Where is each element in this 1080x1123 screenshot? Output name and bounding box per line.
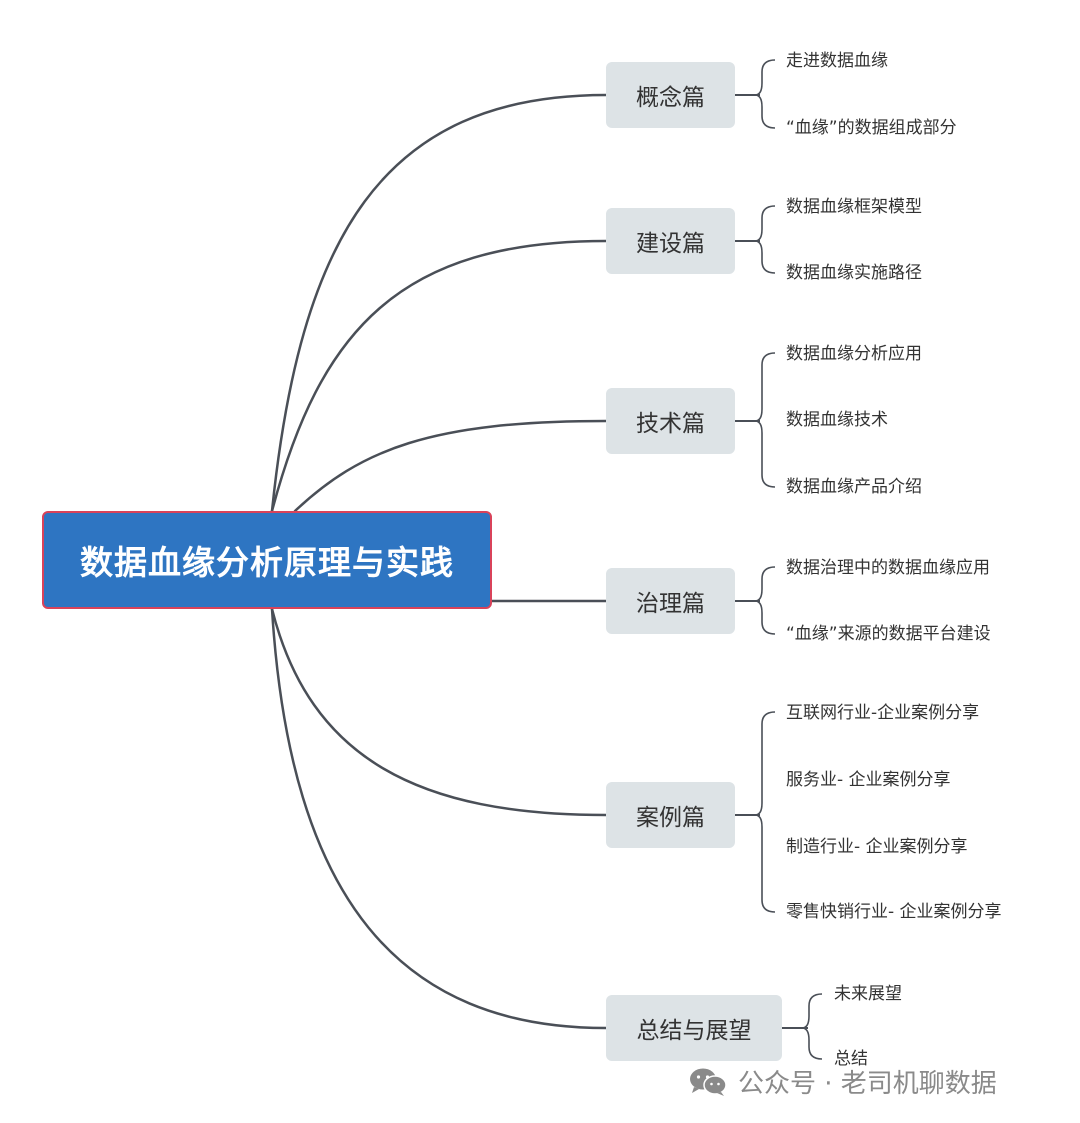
- connector-root-to-case: [270, 607, 608, 817]
- connector-root-to-summary: [270, 607, 608, 1030]
- leaf-case-3[interactable]: 制造行业- 企业案例分享: [786, 837, 968, 857]
- leaf-summary-2[interactable]: 总结: [834, 1049, 868, 1069]
- branch-build[interactable]: 建设篇: [606, 208, 735, 274]
- root-topic[interactable]: 数据血缘分析原理与实践: [42, 511, 492, 609]
- leaf-concept-1[interactable]: 走进数据血缘: [786, 51, 888, 71]
- branch-governance[interactable]: 治理篇: [606, 568, 735, 634]
- connector-root-to-tech: [293, 419, 608, 513]
- branch-summary[interactable]: 总结与展望: [606, 995, 782, 1061]
- leaf-tech-2[interactable]: 数据血缘技术: [786, 410, 888, 430]
- leaf-summary-1[interactable]: 未来展望: [834, 984, 902, 1004]
- leaf-concept-2[interactable]: “血缘”的数据组成部分: [786, 118, 957, 138]
- branch-tech[interactable]: 技术篇: [606, 388, 735, 454]
- leaf-case-4[interactable]: 零售快销行业- 企业案例分享: [786, 902, 1002, 922]
- leaf-governance-2[interactable]: “血缘”来源的数据平台建设: [786, 624, 991, 644]
- watermark-text: 公众号 · 老司机聊数据: [738, 1069, 997, 1099]
- leaf-build-1[interactable]: 数据血缘框架模型: [786, 197, 922, 217]
- watermark: 公众号 · 老司机聊数据: [688, 1063, 997, 1100]
- branch-case[interactable]: 案例篇: [606, 782, 735, 848]
- bracket-summary: [801, 993, 823, 1060]
- leaf-case-1[interactable]: 互联网行业-企业案例分享: [786, 703, 980, 723]
- connector-root-to-build: [270, 239, 608, 513]
- leaf-governance-1[interactable]: 数据治理中的数据血缘应用: [786, 558, 990, 578]
- bracket-concept: [754, 59, 776, 129]
- leaf-case-2[interactable]: 服务业- 企业案例分享: [786, 770, 951, 790]
- bracket-case: [754, 711, 776, 913]
- wechat-icon: [690, 1068, 727, 1096]
- bracket-build: [754, 205, 776, 274]
- leaf-tech-3[interactable]: 数据血缘产品介绍: [786, 477, 922, 497]
- branch-concept[interactable]: 概念篇: [606, 62, 735, 128]
- bracket-governance: [754, 566, 776, 635]
- leaf-tech-1[interactable]: 数据血缘分析应用: [786, 344, 922, 364]
- connector-root-to-concept: [270, 93, 608, 513]
- leaf-build-2[interactable]: 数据血缘实施路径: [786, 263, 922, 283]
- bracket-tech: [754, 352, 776, 488]
